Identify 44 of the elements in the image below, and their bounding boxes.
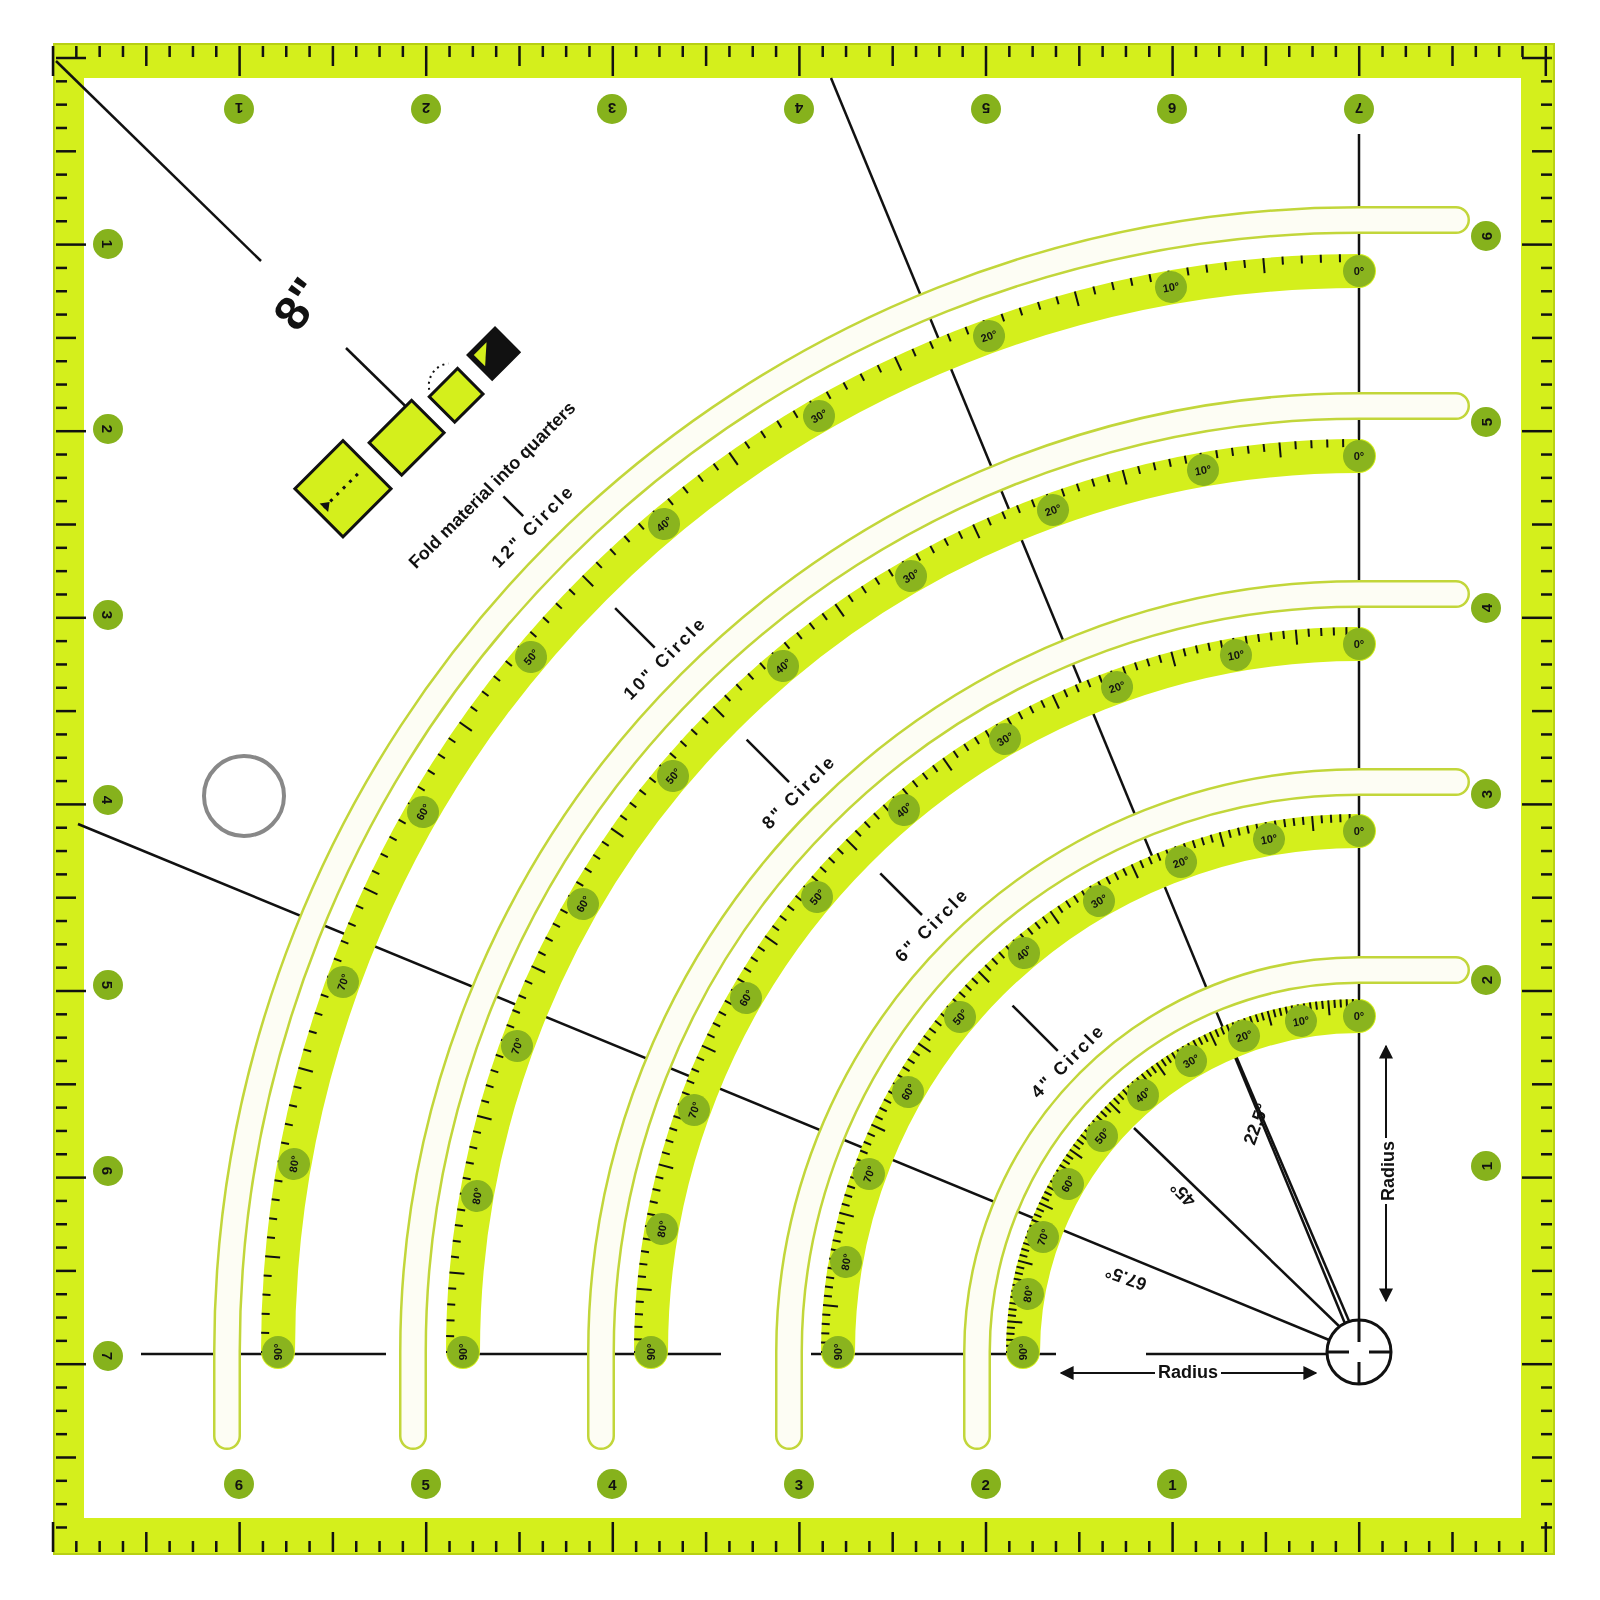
- scale-number: 3: [784, 1469, 814, 1499]
- scale-number: 4: [1471, 593, 1501, 623]
- measurement-label: 8": [262, 267, 336, 342]
- degree-label: 0°: [1343, 255, 1375, 287]
- scale-number: 6: [1157, 94, 1188, 124]
- degree-label: 90°: [447, 1336, 479, 1368]
- degree-label: 0°: [1343, 440, 1375, 472]
- degree-label: 0°: [1343, 1000, 1375, 1032]
- scale-number: 5: [410, 1469, 441, 1499]
- scale-number: 2: [970, 1469, 1001, 1499]
- degree-label: 90°: [262, 1336, 294, 1368]
- scale-number: 5: [93, 970, 123, 1001]
- angle-label: 45°: [1165, 1176, 1201, 1213]
- scale-number: 5: [970, 94, 1001, 124]
- scale-number: 1: [1157, 1469, 1188, 1499]
- scale-number: 3: [93, 599, 123, 630]
- leader-line: [879, 872, 923, 916]
- scale-number: 4: [597, 1469, 628, 1499]
- scale-number: 6: [93, 1155, 123, 1186]
- scale-number: 7: [1344, 94, 1374, 124]
- scale-number: 5: [1471, 407, 1501, 437]
- leader-line: [502, 495, 525, 518]
- scale-number: 4: [784, 94, 814, 124]
- leader-line: [745, 738, 790, 783]
- scale-number: 1: [1471, 1151, 1501, 1181]
- angle-label: 67.5°: [1101, 1260, 1151, 1296]
- leader-line: [614, 607, 656, 649]
- degree-label: 90°: [635, 1336, 667, 1368]
- degree-label: 90°: [822, 1336, 854, 1368]
- scale-number: 2: [93, 414, 123, 445]
- scale-number: 7: [93, 1340, 123, 1371]
- scale-number: 2: [1471, 965, 1501, 995]
- degree-label: 0°: [1343, 815, 1375, 847]
- scale-number: 2: [410, 94, 441, 124]
- scale-number: 4: [93, 784, 123, 815]
- leader-line: [1011, 1004, 1059, 1052]
- scale-number: 3: [597, 94, 628, 124]
- scale-number: 3: [1471, 779, 1501, 809]
- scale-number: 6: [1471, 221, 1501, 251]
- degree-label: 0°: [1343, 628, 1375, 660]
- scale-number: 1: [93, 229, 123, 259]
- degree-label: 90°: [1007, 1336, 1039, 1368]
- scale-number: 6: [224, 1469, 254, 1499]
- scale-number: 1: [224, 94, 254, 124]
